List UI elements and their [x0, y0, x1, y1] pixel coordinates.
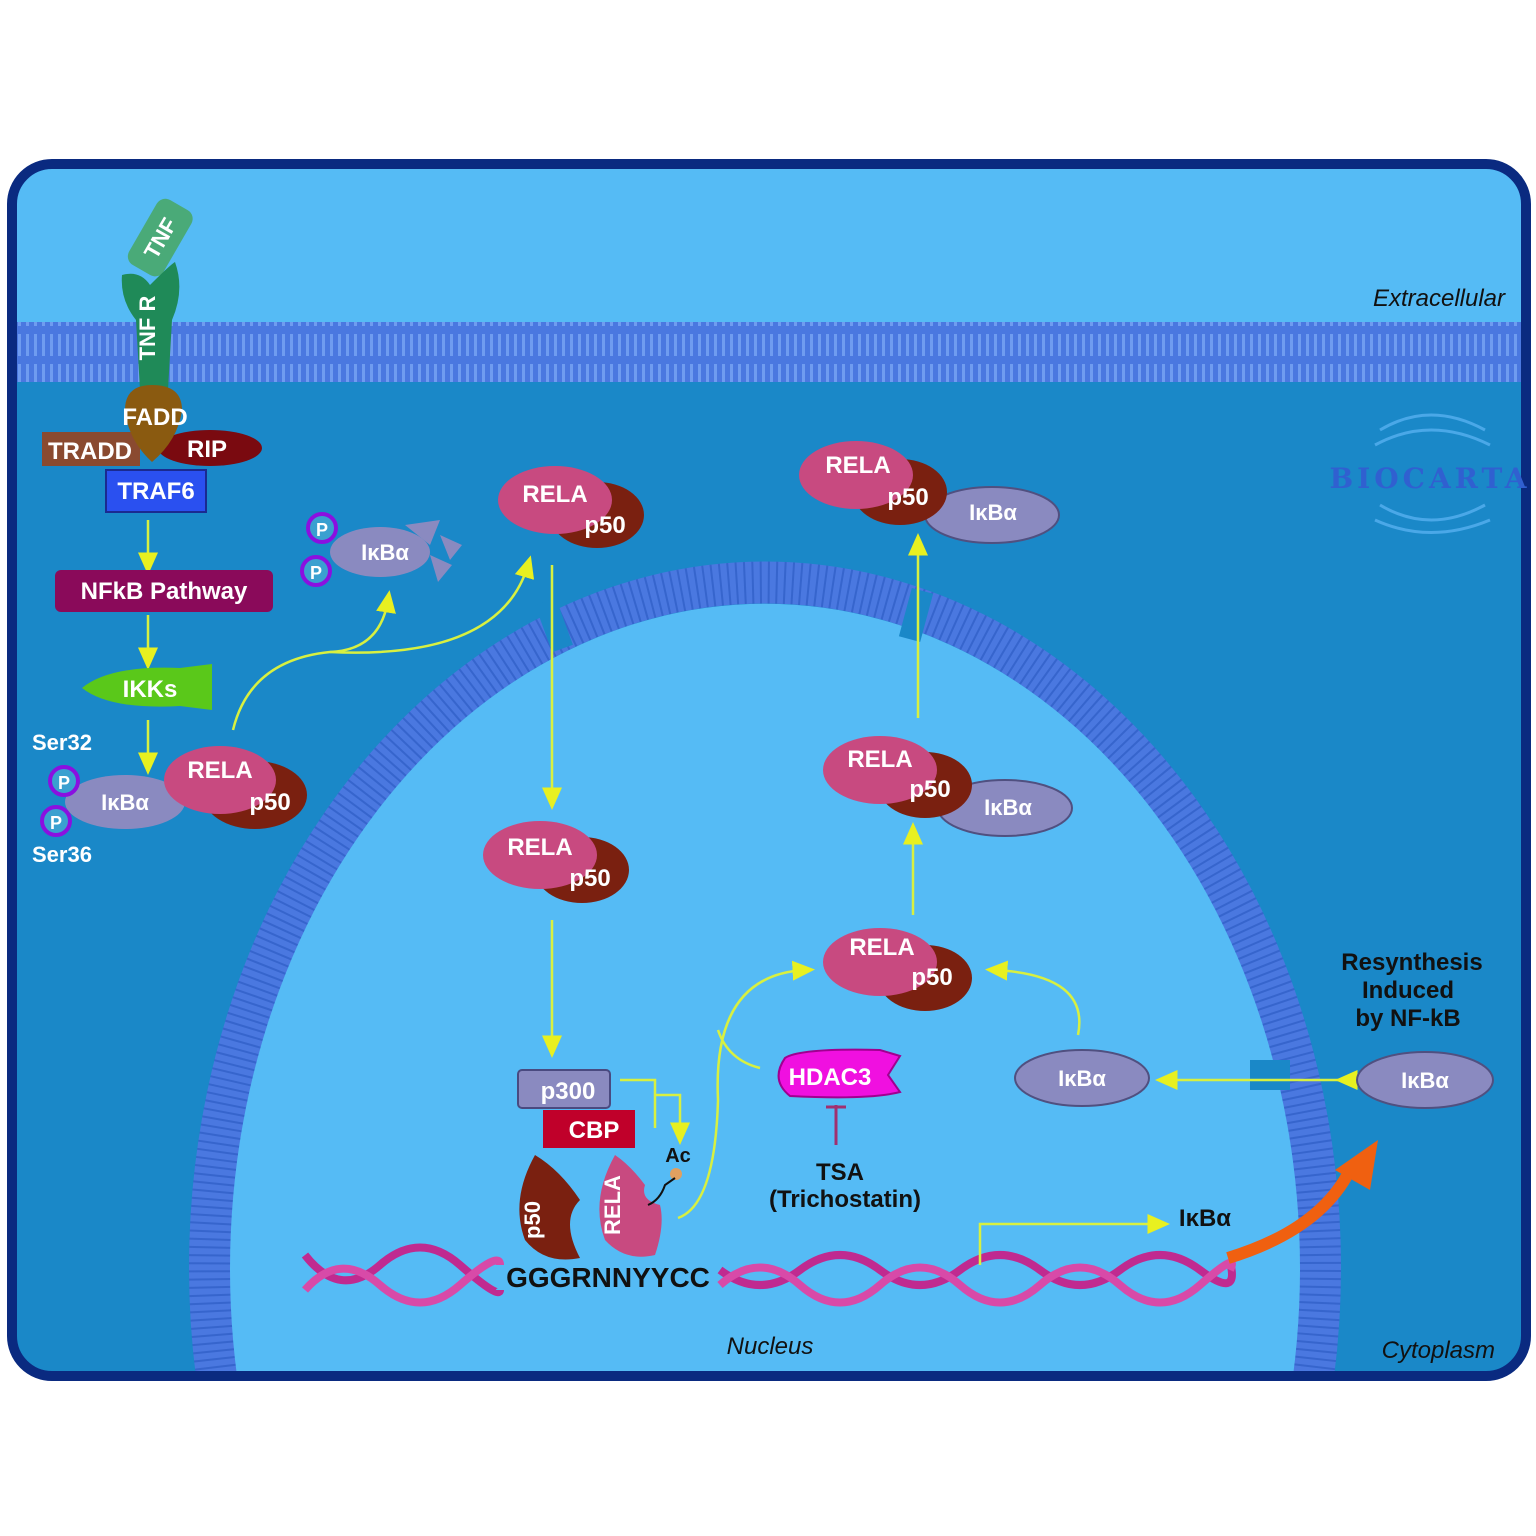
svg-text:RELA: RELA — [825, 452, 890, 479]
svg-text:IκBα: IκBα — [101, 790, 149, 815]
svg-text:RELA: RELA — [522, 481, 587, 508]
svg-text:RELA: RELA — [849, 934, 914, 961]
svg-text:FADD: FADD — [122, 404, 187, 431]
svg-text:p50: p50 — [911, 964, 952, 991]
rela-dna-bound: RELA — [599, 1155, 662, 1257]
phospho-ser32: P — [48, 765, 80, 797]
svg-text:IKKs: IKKs — [123, 676, 178, 703]
p300-protein: p300 — [517, 1069, 611, 1109]
svg-text:P: P — [310, 563, 322, 583]
tsa-label: TSA — [816, 1159, 864, 1186]
svg-text:HDAC3: HDAC3 — [789, 1064, 872, 1091]
extracellular-label: Extracellular — [1373, 285, 1506, 312]
dna-helix — [301, 1243, 1236, 1307]
svg-text:IκBα: IκBα — [1401, 1068, 1449, 1093]
nucleus-label: Nucleus — [727, 1333, 814, 1360]
ikks-protein: IKKs — [82, 664, 212, 710]
svg-text:TRAF6: TRAF6 — [117, 478, 194, 505]
svg-text:P: P — [50, 813, 62, 833]
phospho-degraded-2: P — [300, 555, 332, 587]
svg-text:TNF R: TNF R — [135, 296, 160, 361]
svg-text:Resynthesis: Resynthesis — [1341, 949, 1482, 976]
ikba-resynthesized: IκBα — [1356, 1051, 1494, 1109]
svg-text:p50: p50 — [520, 1201, 545, 1239]
svg-text:p50: p50 — [909, 776, 950, 803]
cytoplasm-label: Cytoplasm — [1382, 1337, 1495, 1364]
cbp-protein: CBP — [543, 1110, 635, 1148]
rip-protein: RIP — [158, 430, 262, 466]
svg-text:IκBα: IκBα — [984, 795, 1032, 820]
svg-text:p50: p50 — [887, 484, 928, 511]
svg-text:p50: p50 — [584, 512, 625, 539]
tnf-receptor: TNF R — [121, 262, 180, 390]
svg-text:IκBα: IκBα — [361, 540, 409, 565]
ser36-label: Ser36 — [32, 842, 92, 867]
ikba-nuclear: IκBα — [1014, 1049, 1150, 1107]
svg-text:RELA: RELA — [847, 746, 912, 773]
acetyl-label: Ac — [665, 1145, 691, 1167]
p50-dna-bound: p50 — [519, 1155, 580, 1260]
hdac3-protein: HDAC3 — [777, 1048, 902, 1099]
svg-text:P: P — [316, 520, 328, 540]
svg-text:CBP: CBP — [569, 1117, 620, 1144]
svg-text:RELA: RELA — [187, 757, 252, 784]
nuclear-pore — [1250, 1060, 1290, 1090]
svg-text:p50: p50 — [569, 865, 610, 892]
svg-text:p300: p300 — [541, 1078, 596, 1105]
rela-p50-ikba-exported: RELA p50 IκBα — [799, 441, 1060, 544]
svg-text:IκBα: IκBα — [969, 500, 1017, 525]
resynthesis-arrow — [1226, 1167, 1356, 1264]
tradd-protein: TRADD — [42, 432, 140, 466]
svg-text:IκBα: IκBα — [1058, 1066, 1106, 1091]
cell-border — [7, 159, 1531, 1381]
svg-text:RELA: RELA — [507, 834, 572, 861]
svg-text:TRADD: TRADD — [48, 438, 132, 465]
svg-text:RIP: RIP — [187, 436, 227, 463]
nfkb-pathway-box[interactable]: NFkB Pathway — [55, 570, 273, 612]
nuclear-pore — [898, 588, 934, 642]
nuclear-pore — [535, 597, 573, 653]
plasma-membrane — [12, 322, 1526, 382]
rela-p50-complex: RELA p50 — [164, 746, 307, 829]
rela-p50-deacetylated: RELA p50 — [823, 928, 972, 1011]
biocarta-logo: BIOCARTA — [1330, 413, 1531, 534]
rela-p50-nuclear: RELA p50 — [483, 821, 629, 903]
resynthesis-label: Resynthesis Induced by NF-kB — [1341, 949, 1482, 1032]
tsa-full-label: (Trichostatin) — [769, 1186, 921, 1213]
dna-motif: GGGRNNYYCC — [506, 1262, 710, 1293]
phospho-degraded-1: P — [306, 512, 338, 544]
ikba-protein: IκBα — [65, 775, 185, 829]
fadd-protein: FADD — [122, 385, 188, 462]
ikba-gene-label: IκBα — [1179, 1205, 1231, 1232]
phospho-ser36: P — [40, 805, 72, 837]
extracellular-region — [12, 164, 1526, 325]
rela-p50-free: RELA p50 — [498, 466, 644, 548]
svg-text:Induced: Induced — [1362, 977, 1454, 1004]
degraded-ikba: IκBα — [330, 520, 462, 582]
svg-text:BIOCARTA: BIOCARTA — [1330, 462, 1531, 495]
acetyl-group — [670, 1168, 682, 1180]
ser32-label: Ser32 — [32, 730, 92, 755]
svg-text:by NF-kB: by NF-kB — [1355, 1005, 1460, 1032]
rela-p50-ikba-nuclear: RELA p50 IκBα — [823, 736, 1073, 837]
traf6-protein: TRAF6 — [105, 469, 207, 513]
svg-text:P: P — [58, 773, 70, 793]
svg-text:NFkB Pathway: NFkB Pathway — [81, 578, 248, 605]
svg-text:RELA: RELA — [600, 1175, 625, 1235]
svg-text:p50: p50 — [249, 789, 290, 816]
